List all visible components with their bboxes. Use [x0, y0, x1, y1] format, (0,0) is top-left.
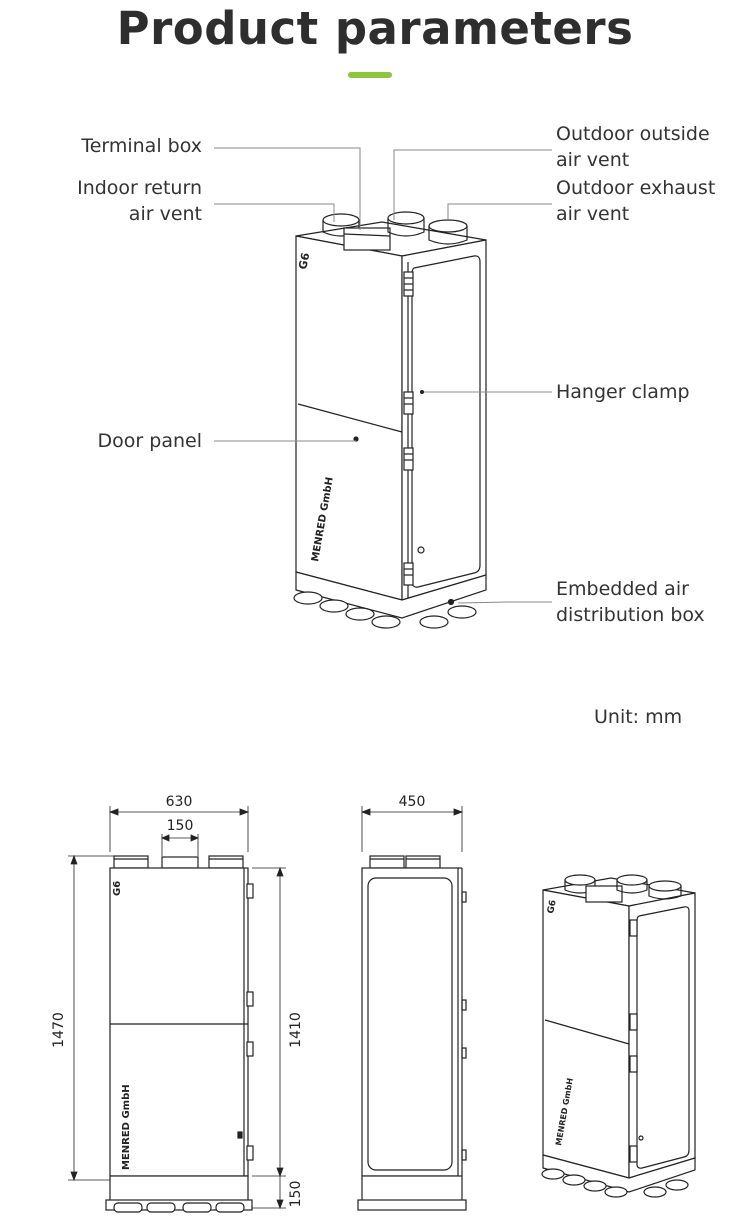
front-view-dimensions	[68, 806, 286, 1210]
dimension-vent-spacing: 150	[167, 818, 194, 834]
top-vents	[322, 211, 468, 251]
main-unit-illustration: G6 MENRED GmbH	[293, 211, 487, 629]
hanger-clamp-blocks	[403, 271, 414, 586]
unit-label: Unit: mm	[594, 706, 683, 728]
label-outdoor-exhaust-line2: air vent	[556, 203, 630, 225]
callout-leaders	[214, 147, 552, 604]
label-hanger-clamp: Hanger clamp	[556, 381, 690, 403]
label-door-panel: Door panel	[97, 430, 202, 452]
label-embedded-line2: distribution box	[556, 604, 705, 626]
dimension-cabinet-height: 1410	[288, 1012, 304, 1048]
small-iso-model-mark: G6	[546, 899, 559, 914]
page-title: Product parameters	[116, 2, 634, 55]
base-duct-ports	[293, 591, 477, 629]
front-view-brand-mark: MENRED GmbH	[121, 1084, 132, 1170]
dimension-base-height: 150	[288, 1181, 304, 1208]
small-isometric-drawing: G6 MENRED GmbH	[541, 874, 696, 1198]
title-accent-bar	[348, 72, 392, 78]
dimension-depth: 450	[399, 794, 426, 810]
label-outdoor-outside-line2: air vent	[556, 149, 630, 171]
main-unit-model-mark: G6	[296, 251, 312, 270]
side-view-dimensions	[360, 806, 464, 852]
label-outdoor-outside-line1: Outdoor outside	[556, 123, 710, 145]
dimension-width: 630	[166, 794, 193, 810]
dimension-total-height: 1470	[51, 1012, 67, 1048]
label-embedded-line1: Embedded air	[556, 578, 689, 600]
side-view-drawing	[357, 855, 467, 1211]
label-indoor-return-line1: Indoor return	[77, 177, 202, 199]
label-outdoor-exhaust-line1: Outdoor exhaust	[556, 177, 716, 199]
label-terminal-box: Terminal box	[81, 135, 202, 157]
front-view-model-mark: G6	[112, 881, 123, 896]
label-indoor-return-line2: air vent	[128, 203, 202, 225]
front-view-drawing: G6 MENRED GmbH	[105, 855, 254, 1213]
